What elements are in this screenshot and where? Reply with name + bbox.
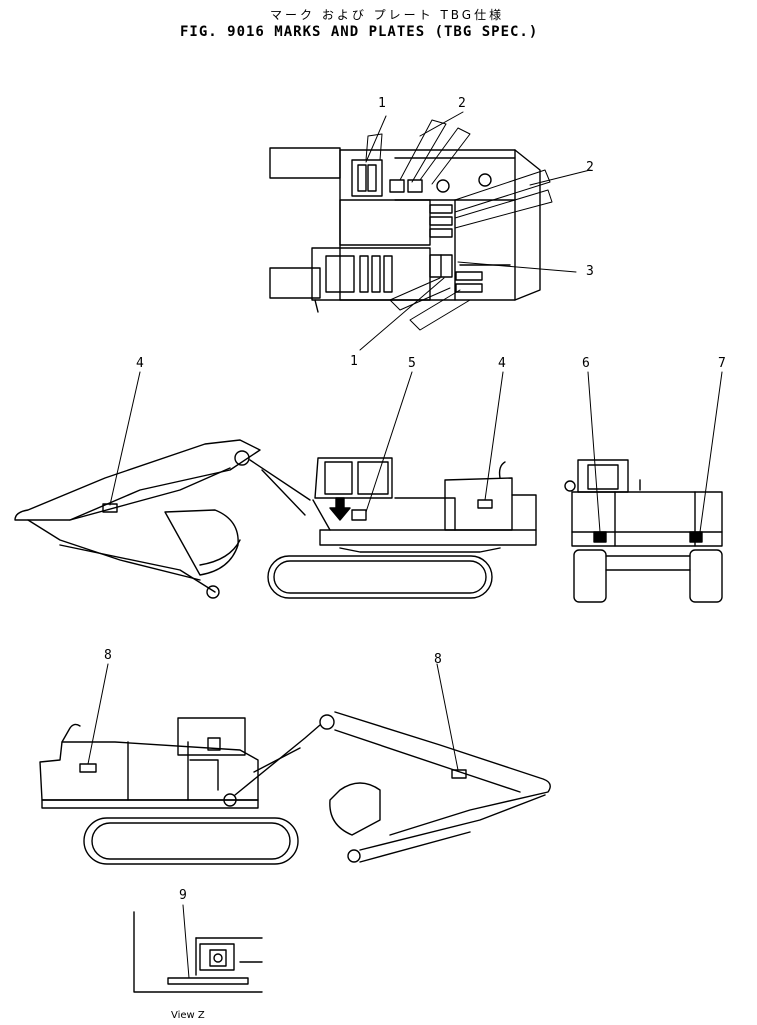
top-view-machine <box>270 148 540 312</box>
view-z-caption: View Z <box>171 1010 205 1021</box>
callout-number: 8 <box>434 652 442 667</box>
callout-number: 5 <box>408 356 416 371</box>
side-view-right-leaders <box>88 664 458 770</box>
callout-number: 2 <box>458 96 466 111</box>
callout-number: 4 <box>498 356 506 371</box>
view-z-detail <box>134 912 262 992</box>
callout-number: 6 <box>582 356 590 371</box>
side-view-right <box>40 712 550 864</box>
callout-number: 7 <box>718 356 726 371</box>
callout-number: 1 <box>378 96 386 111</box>
callout-number: 1 <box>350 354 358 369</box>
rear-view-plates <box>594 532 702 542</box>
view-z-leaders <box>183 905 189 978</box>
callout-number: 2 <box>586 160 594 175</box>
callout-number: 3 <box>586 264 594 279</box>
figure-title-japanese: マーク および プレート TBG仕様 <box>270 8 505 22</box>
callout-number: 9 <box>179 888 187 903</box>
top-view-leaders <box>360 112 590 350</box>
rear-view <box>565 460 722 602</box>
callout-number: 4 <box>136 356 144 371</box>
figure-title: FIG. 9016 MARKS AND PLATES (TBG SPEC.) <box>180 24 539 40</box>
rear-view-leaders <box>588 372 722 532</box>
callout-number: 8 <box>104 648 112 663</box>
side-view-left <box>15 440 536 598</box>
side-view-left-leaders <box>110 372 503 512</box>
top-view-plates <box>390 180 482 292</box>
